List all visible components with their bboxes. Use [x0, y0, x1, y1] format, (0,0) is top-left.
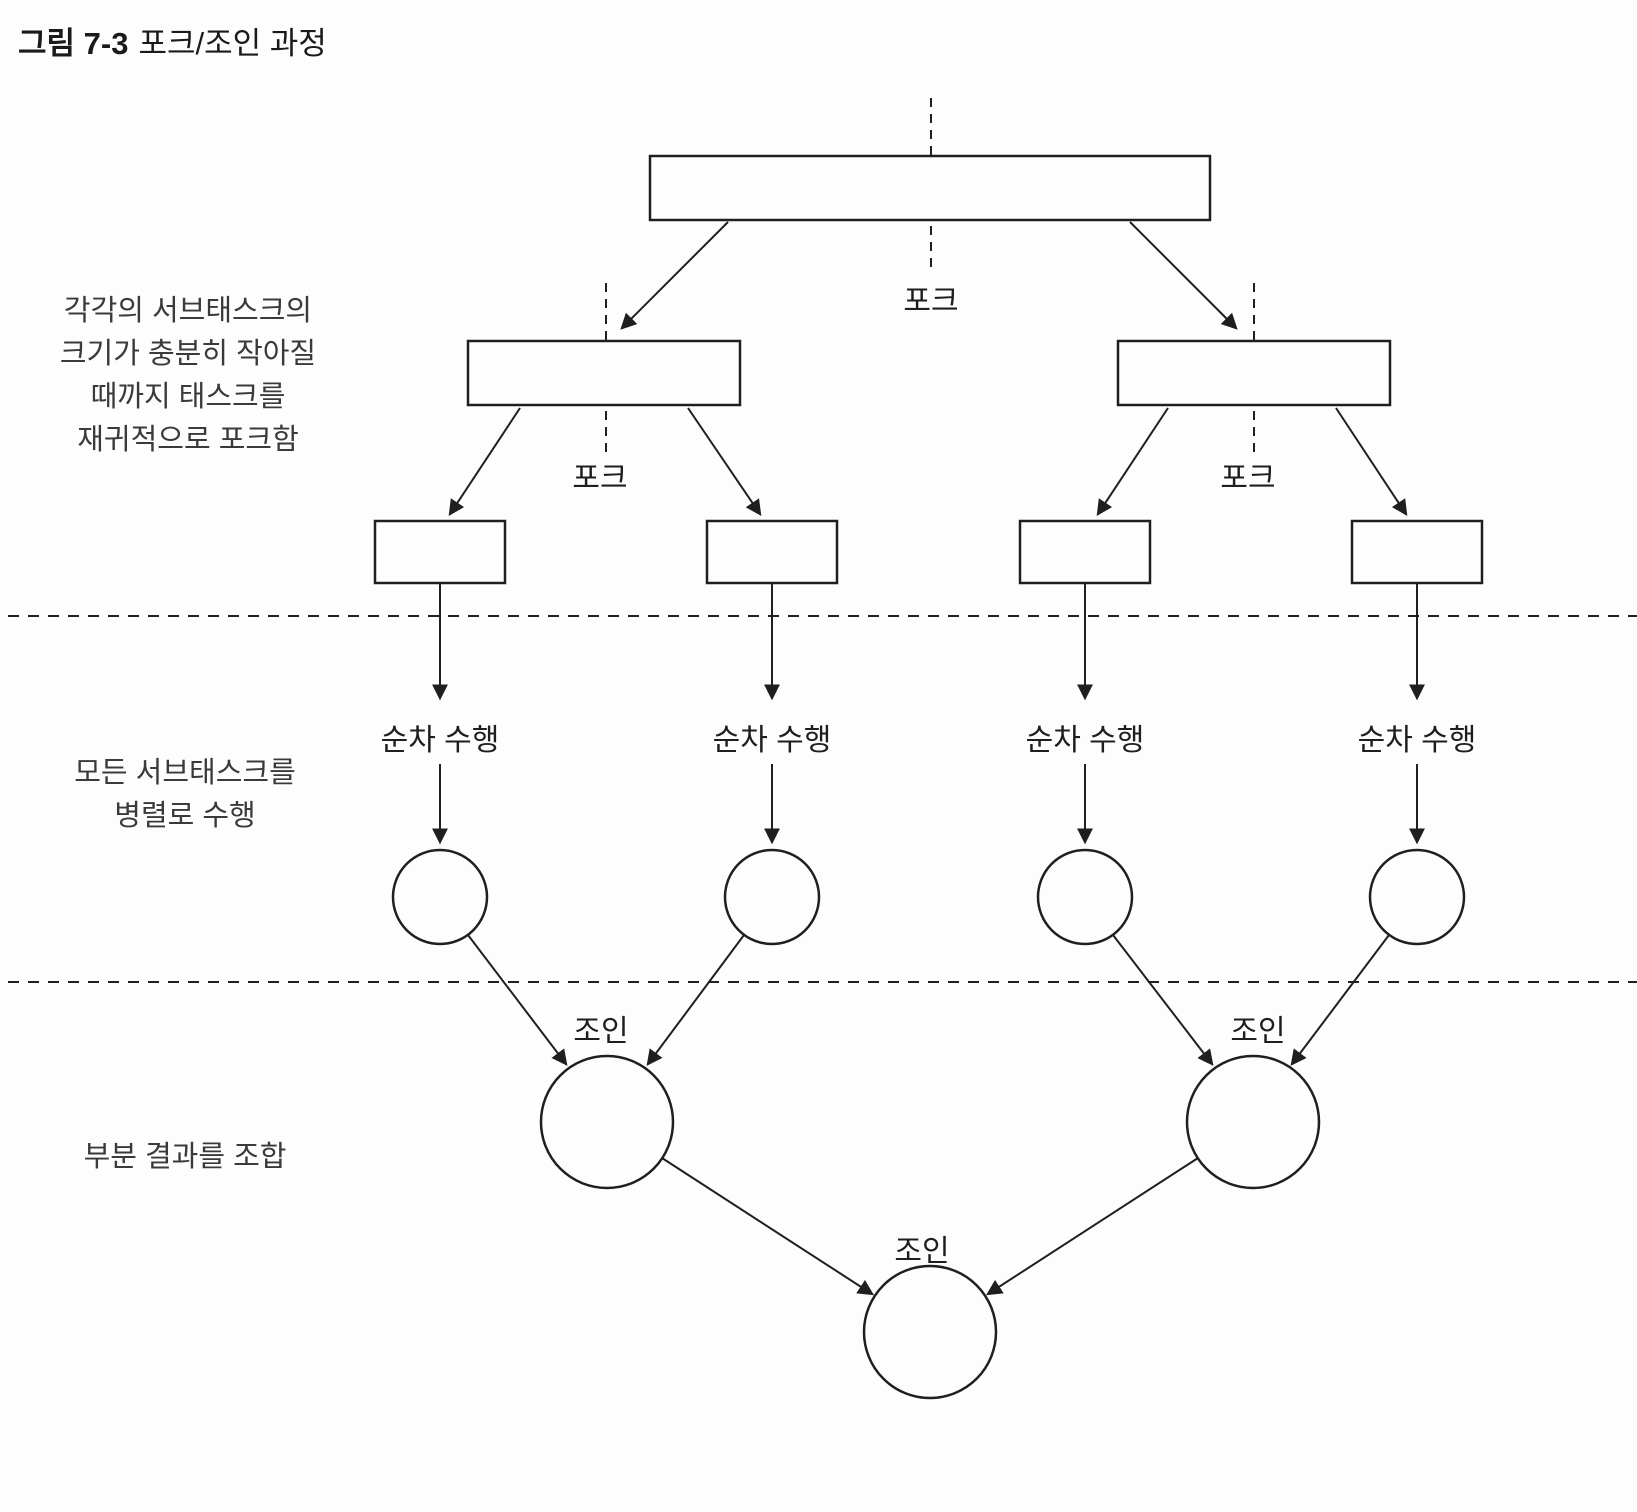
result-circle-3 [1036, 848, 1134, 946]
result-circle-4 [1368, 848, 1466, 946]
figure-caption: 포크/조인 과정 [138, 26, 327, 61]
task-box-right [1116, 339, 1392, 407]
join-arrow-left-1 [467, 934, 568, 1066]
task-box-leaf-2 [705, 519, 839, 585]
fork-arrow-right-1 [1096, 407, 1169, 517]
join-circle-left [539, 1054, 675, 1190]
task-box-left [466, 339, 742, 407]
fork-arrow-left-1 [448, 407, 521, 517]
fork-arrow-root-left [620, 221, 729, 330]
fork-label-left: 포크 [572, 462, 628, 495]
join-circle-right [1185, 1054, 1321, 1190]
figure-number: 그림 7-3 [18, 26, 129, 61]
fork-arrow-root-right [1129, 221, 1238, 330]
task-box-leaf-1 [373, 519, 507, 585]
join-arrow-final-left [661, 1157, 875, 1296]
annotation-combine-results: 부분 결과를 조합 [83, 1141, 287, 1173]
annotation-parallel-execute: 모든 서브태스크를 병렬로 수행 [74, 757, 296, 832]
sequential-label-2: 순차 수행 [712, 724, 832, 757]
join-arrow-right-2 [1290, 934, 1390, 1066]
join-arrow-final-right [985, 1157, 1199, 1296]
join-circle-final [862, 1264, 998, 1400]
fork-arrow-right-2 [1335, 407, 1408, 517]
result-circle-1 [391, 848, 489, 946]
figure-title: 그림 7-3 포크/조인 과정 [18, 18, 327, 63]
join-label-right: 조인 [1230, 1015, 1286, 1048]
task-box-leaf-4 [1350, 519, 1484, 585]
fork-label-right: 포크 [1220, 462, 1276, 495]
task-box-leaf-3 [1018, 519, 1152, 585]
fork-label-root: 포크 [903, 285, 959, 318]
result-circle-2 [723, 848, 821, 946]
fork-arrow-left-2 [687, 407, 762, 516]
join-label-final: 조인 [894, 1235, 950, 1268]
join-arrow-left-2 [646, 934, 745, 1066]
annotation-recursive-fork: 각각의 서브태스크의 크기가 충분히 작아질 때까지 태스크를 재귀적으로 포크… [59, 295, 317, 456]
join-arrow-right-1 [1112, 934, 1214, 1066]
task-box-root [648, 154, 1212, 222]
sequential-label-4: 순차 수행 [1357, 724, 1477, 757]
sequential-label-1: 순차 수행 [380, 724, 500, 757]
sequential-label-3: 순차 수행 [1025, 724, 1145, 757]
join-label-left: 조인 [573, 1015, 629, 1048]
